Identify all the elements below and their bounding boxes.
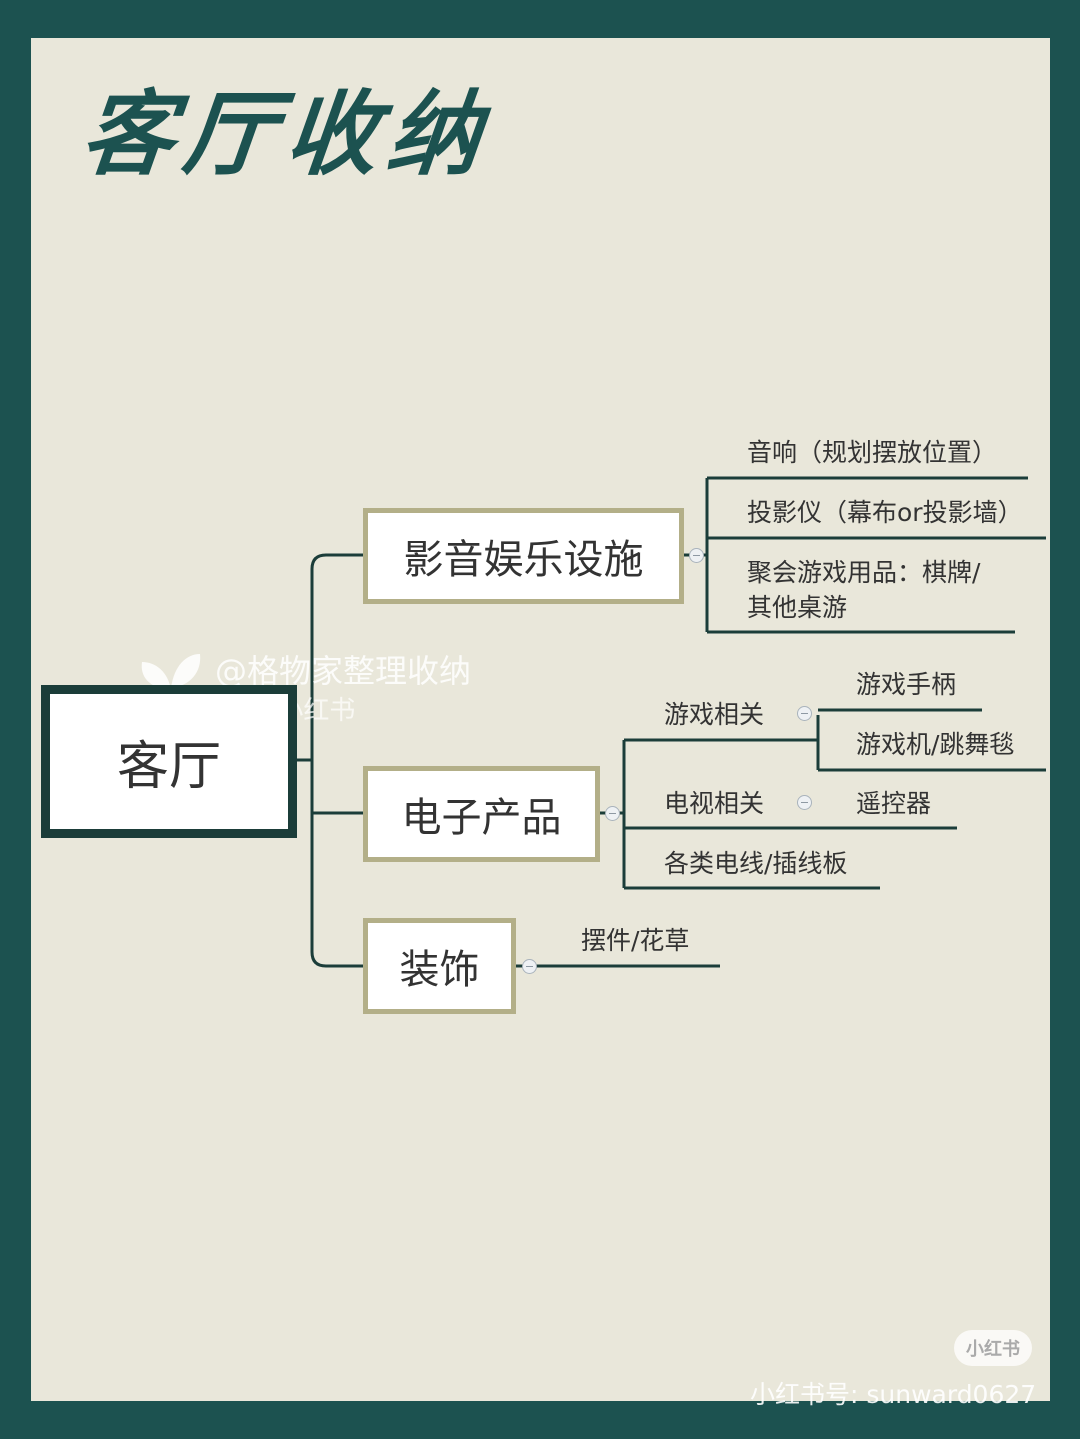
leaf-node: 游戏机/跳舞毯 <box>856 730 1015 759</box>
leaf-node: 各类电线/插线板 <box>664 849 848 878</box>
collapse-toggle-icon[interactable] <box>797 795 812 810</box>
root-node: 客厅 <box>41 685 297 838</box>
leaf-node: 遥控器 <box>856 789 932 818</box>
leaf-node: 游戏手柄 <box>856 670 957 699</box>
subbranch-label: 游戏相关 <box>664 700 765 729</box>
collapse-toggle-icon[interactable] <box>522 959 537 974</box>
branch-node-electronics: 电子产品 <box>363 766 600 862</box>
account-id: 小红书号: sunward0627 <box>750 1380 1037 1409</box>
leaf-node: 摆件/花草 <box>581 926 690 955</box>
branch-label: 电子产品 <box>401 795 562 841</box>
branch-label: 装饰 <box>399 947 480 993</box>
leaf-node: 音响（规划摆放位置） <box>747 438 998 467</box>
branch-label: 影音娱乐设施 <box>403 537 644 583</box>
leaf-node: 聚会游戏用品：棋牌/ <box>747 558 981 587</box>
leaf-node: 其他桌游 <box>747 593 848 622</box>
subbranch-label: 电视相关 <box>664 789 765 818</box>
branch-node-av: 影音娱乐设施 <box>363 508 684 604</box>
collapse-toggle-icon[interactable] <box>797 706 812 721</box>
leaf-node: 投影仪（幕布or投影墙） <box>747 498 1023 527</box>
xiaohongshu-badge: 小红书 <box>954 1330 1032 1366</box>
collapse-toggle-icon[interactable] <box>689 548 704 563</box>
collapse-toggle-icon[interactable] <box>605 806 620 821</box>
watermark-handle: @格物家整理收纳 <box>215 652 472 690</box>
branch-node-decor: 装饰 <box>363 918 516 1014</box>
root-label: 客厅 <box>116 737 221 797</box>
